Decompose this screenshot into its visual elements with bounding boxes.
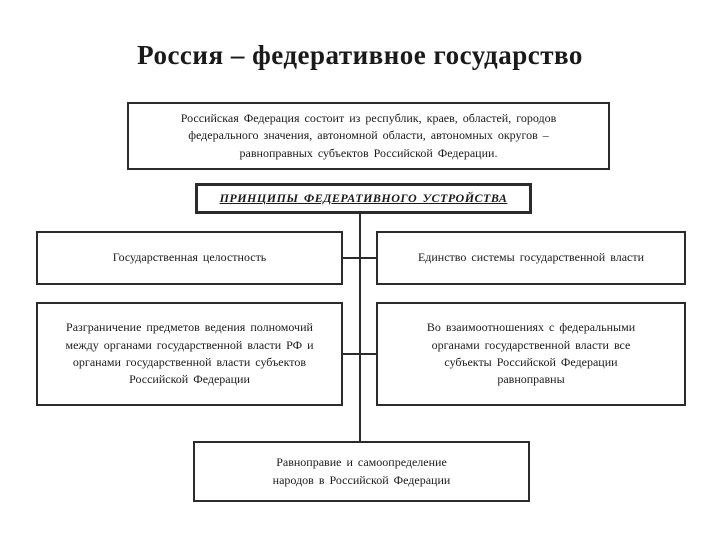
- principle-unity-text: Единство системы государственной власти: [417, 250, 645, 265]
- principle-self-determination: Равноправие и самоопределение народов в …: [193, 441, 530, 502]
- intro-text: Российская Федерация состоит из республи…: [180, 110, 557, 160]
- intro-box: Российская Федерация состоит из республи…: [127, 102, 610, 170]
- principles-header: ПРИНЦИПЫ ФЕДЕРАТИВНОГО УСТРОЙСТВА: [195, 183, 532, 214]
- principles-header-text: ПРИНЦИПЫ ФЕДЕРАТИВНОГО УСТРОЙСТВА: [219, 190, 508, 205]
- principle-self-determination-text: Равноправие и самоопределение народов в …: [272, 455, 451, 487]
- principle-equality: Во взаимоотношениях с федеральными орган…: [376, 302, 686, 406]
- principle-demarcation: Разграничение предметов ведения полномоч…: [36, 302, 343, 406]
- principle-demarcation-text: Разграничение предметов ведения полномоч…: [65, 320, 314, 387]
- principle-integrity-text: Государственная целостность: [112, 250, 267, 265]
- principle-unity: Единство системы государственной власти: [376, 231, 686, 285]
- principle-equality-text: Во взаимоотношениях с федеральными орган…: [426, 320, 636, 387]
- principle-integrity: Государственная целостность: [36, 231, 343, 285]
- page-title: Россия – федеративное государство: [137, 40, 583, 70]
